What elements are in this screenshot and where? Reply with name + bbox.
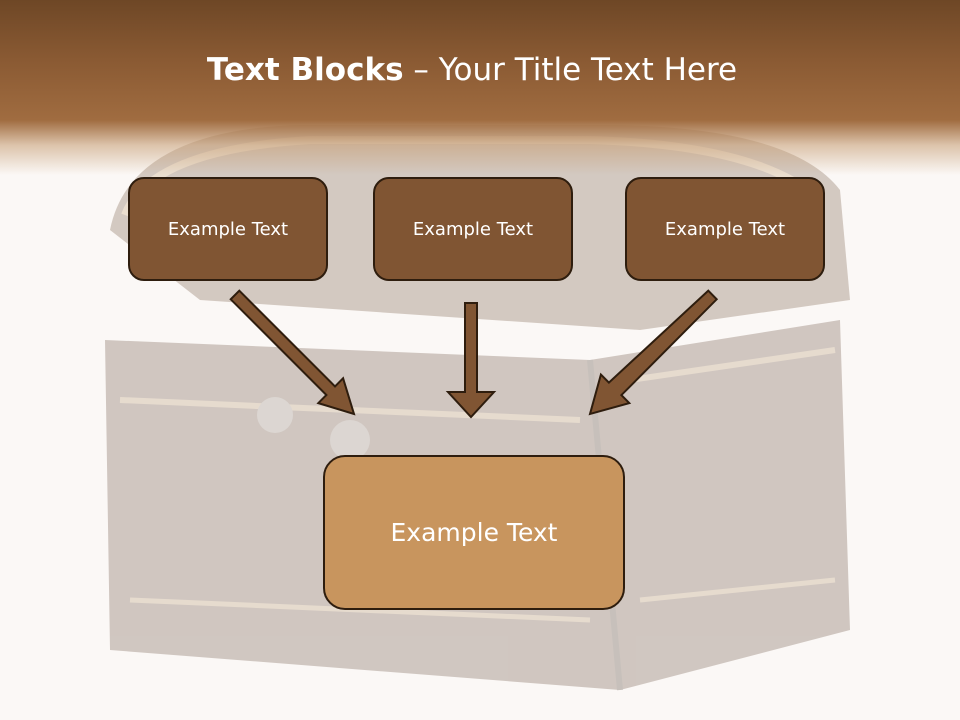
page-title: Text Blocks – Your Title Text Here bbox=[0, 52, 944, 88]
text-block-bottom[interactable]: Example Text bbox=[323, 455, 625, 610]
text-block-bottom-label: Example Text bbox=[390, 518, 558, 547]
text-block-right-label: Example Text bbox=[664, 218, 786, 240]
title-banner bbox=[0, 0, 960, 175]
title-rest: – Your Title Text Here bbox=[403, 52, 738, 88]
text-block-center-label: Example Text bbox=[412, 218, 534, 240]
text-block-right[interactable]: Example Text bbox=[625, 177, 825, 281]
text-block-left-label: Example Text bbox=[167, 218, 289, 240]
arrow-left bbox=[229, 289, 356, 416]
text-block-left[interactable]: Example Text bbox=[128, 177, 328, 281]
text-block-center[interactable]: Example Text bbox=[373, 177, 573, 281]
arrow-center bbox=[445, 302, 497, 419]
title-bold: Text Blocks bbox=[206, 52, 404, 88]
arrow-right bbox=[588, 289, 719, 416]
